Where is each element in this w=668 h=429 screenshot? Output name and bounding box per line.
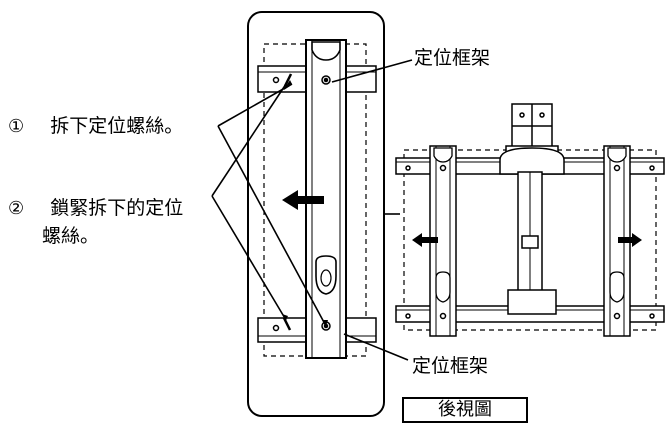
- step1-text: 拆下定位螺絲。: [50, 115, 184, 137]
- screw-bottom-left: [272, 324, 280, 332]
- rear-view-drawing: [395, 103, 665, 337]
- right-arrow-icon: [618, 233, 642, 247]
- step2-label: ② 鎖緊拆下的定位: [8, 196, 183, 221]
- leader-lines: [211, 59, 413, 361]
- rear-view-caption: 後視圖: [402, 397, 528, 423]
- left-arrow-icon: [412, 233, 438, 247]
- step2-number: ②: [8, 198, 25, 219]
- left-arrow-icon: [282, 190, 324, 210]
- expand-left-arrow: [412, 233, 438, 247]
- step2-text-line2: 螺絲。: [42, 225, 100, 247]
- frame-label-bottom: 定位框架: [412, 355, 489, 377]
- step2-text-line1: 鎖緊拆下的定位: [50, 197, 184, 219]
- screw-top-left: [272, 76, 280, 84]
- center-arm: [499, 147, 565, 175]
- top-clip: [311, 41, 341, 61]
- step1-number: ①: [8, 116, 25, 137]
- frame-label-top: 定位框架: [414, 47, 491, 69]
- step1-label: ① 拆下定位螺絲。: [8, 114, 183, 139]
- rear-left-bar: [429, 145, 457, 337]
- expand-right-arrow: [618, 233, 642, 247]
